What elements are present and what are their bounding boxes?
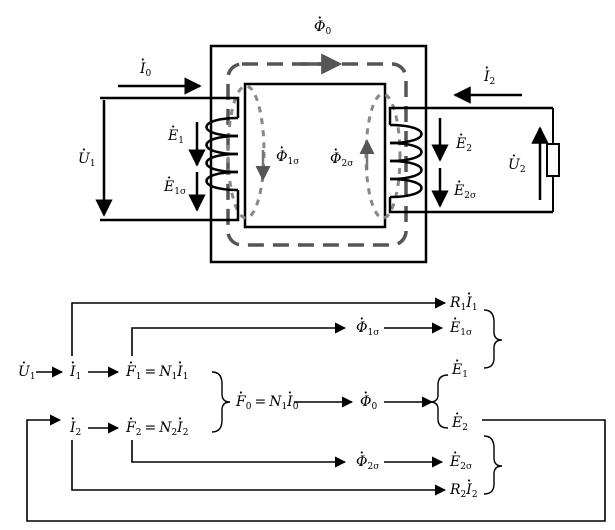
flow-e2s: E2σ	[450, 455, 472, 472]
flow-f2: F2=N2I2	[126, 421, 188, 438]
secondary-voltage-label: U2	[508, 158, 526, 175]
flow-i1: I1	[70, 365, 81, 382]
flow-e2: E2	[452, 416, 468, 433]
primary-voltage-label: U1	[78, 152, 96, 169]
primary-leakage-emf-label: E1σ	[164, 180, 186, 197]
secondary-leakage-emf-label: E2σ	[454, 184, 476, 201]
flow-arrows	[26, 297, 606, 522]
transformer-core	[209, 44, 428, 264]
flow-u1: U1	[18, 365, 36, 382]
primary-winding	[100, 96, 240, 222]
secondary-winding	[388, 106, 553, 214]
flow-phi2s: Φ2σ	[356, 455, 379, 472]
secondary-current-label: I2	[484, 70, 495, 87]
leakage-flux-paths	[226, 84, 402, 220]
flow-braces	[211, 309, 503, 495]
main-flux-path	[226, 53, 408, 247]
main-flux-label: Φ0	[314, 20, 331, 37]
flow-r1i1: R1I1	[450, 296, 478, 313]
flow-e1s: E1σ	[450, 321, 472, 338]
primary-emf-label: E1	[168, 129, 184, 146]
secondary-emf-label: E2	[456, 137, 472, 154]
primary-leakage-flux-label: Φ1σ	[276, 150, 299, 167]
flow-i2: I2	[70, 421, 81, 438]
flow-phi1s: Φ1σ	[356, 321, 379, 338]
flow-e1: E1	[452, 363, 468, 380]
flow-r2i2: R2I2	[450, 483, 478, 500]
load-resistor	[546, 108, 560, 212]
flow-phi0: Φ0	[360, 395, 377, 412]
circuit-arrows	[95, 77, 549, 217]
secondary-leakage-flux-label: Φ2σ	[330, 152, 353, 169]
flow-f1: F1=N1I1	[126, 365, 188, 382]
flow-f0: F0=N1I0	[236, 395, 298, 412]
primary-current-label: I0	[140, 62, 151, 79]
